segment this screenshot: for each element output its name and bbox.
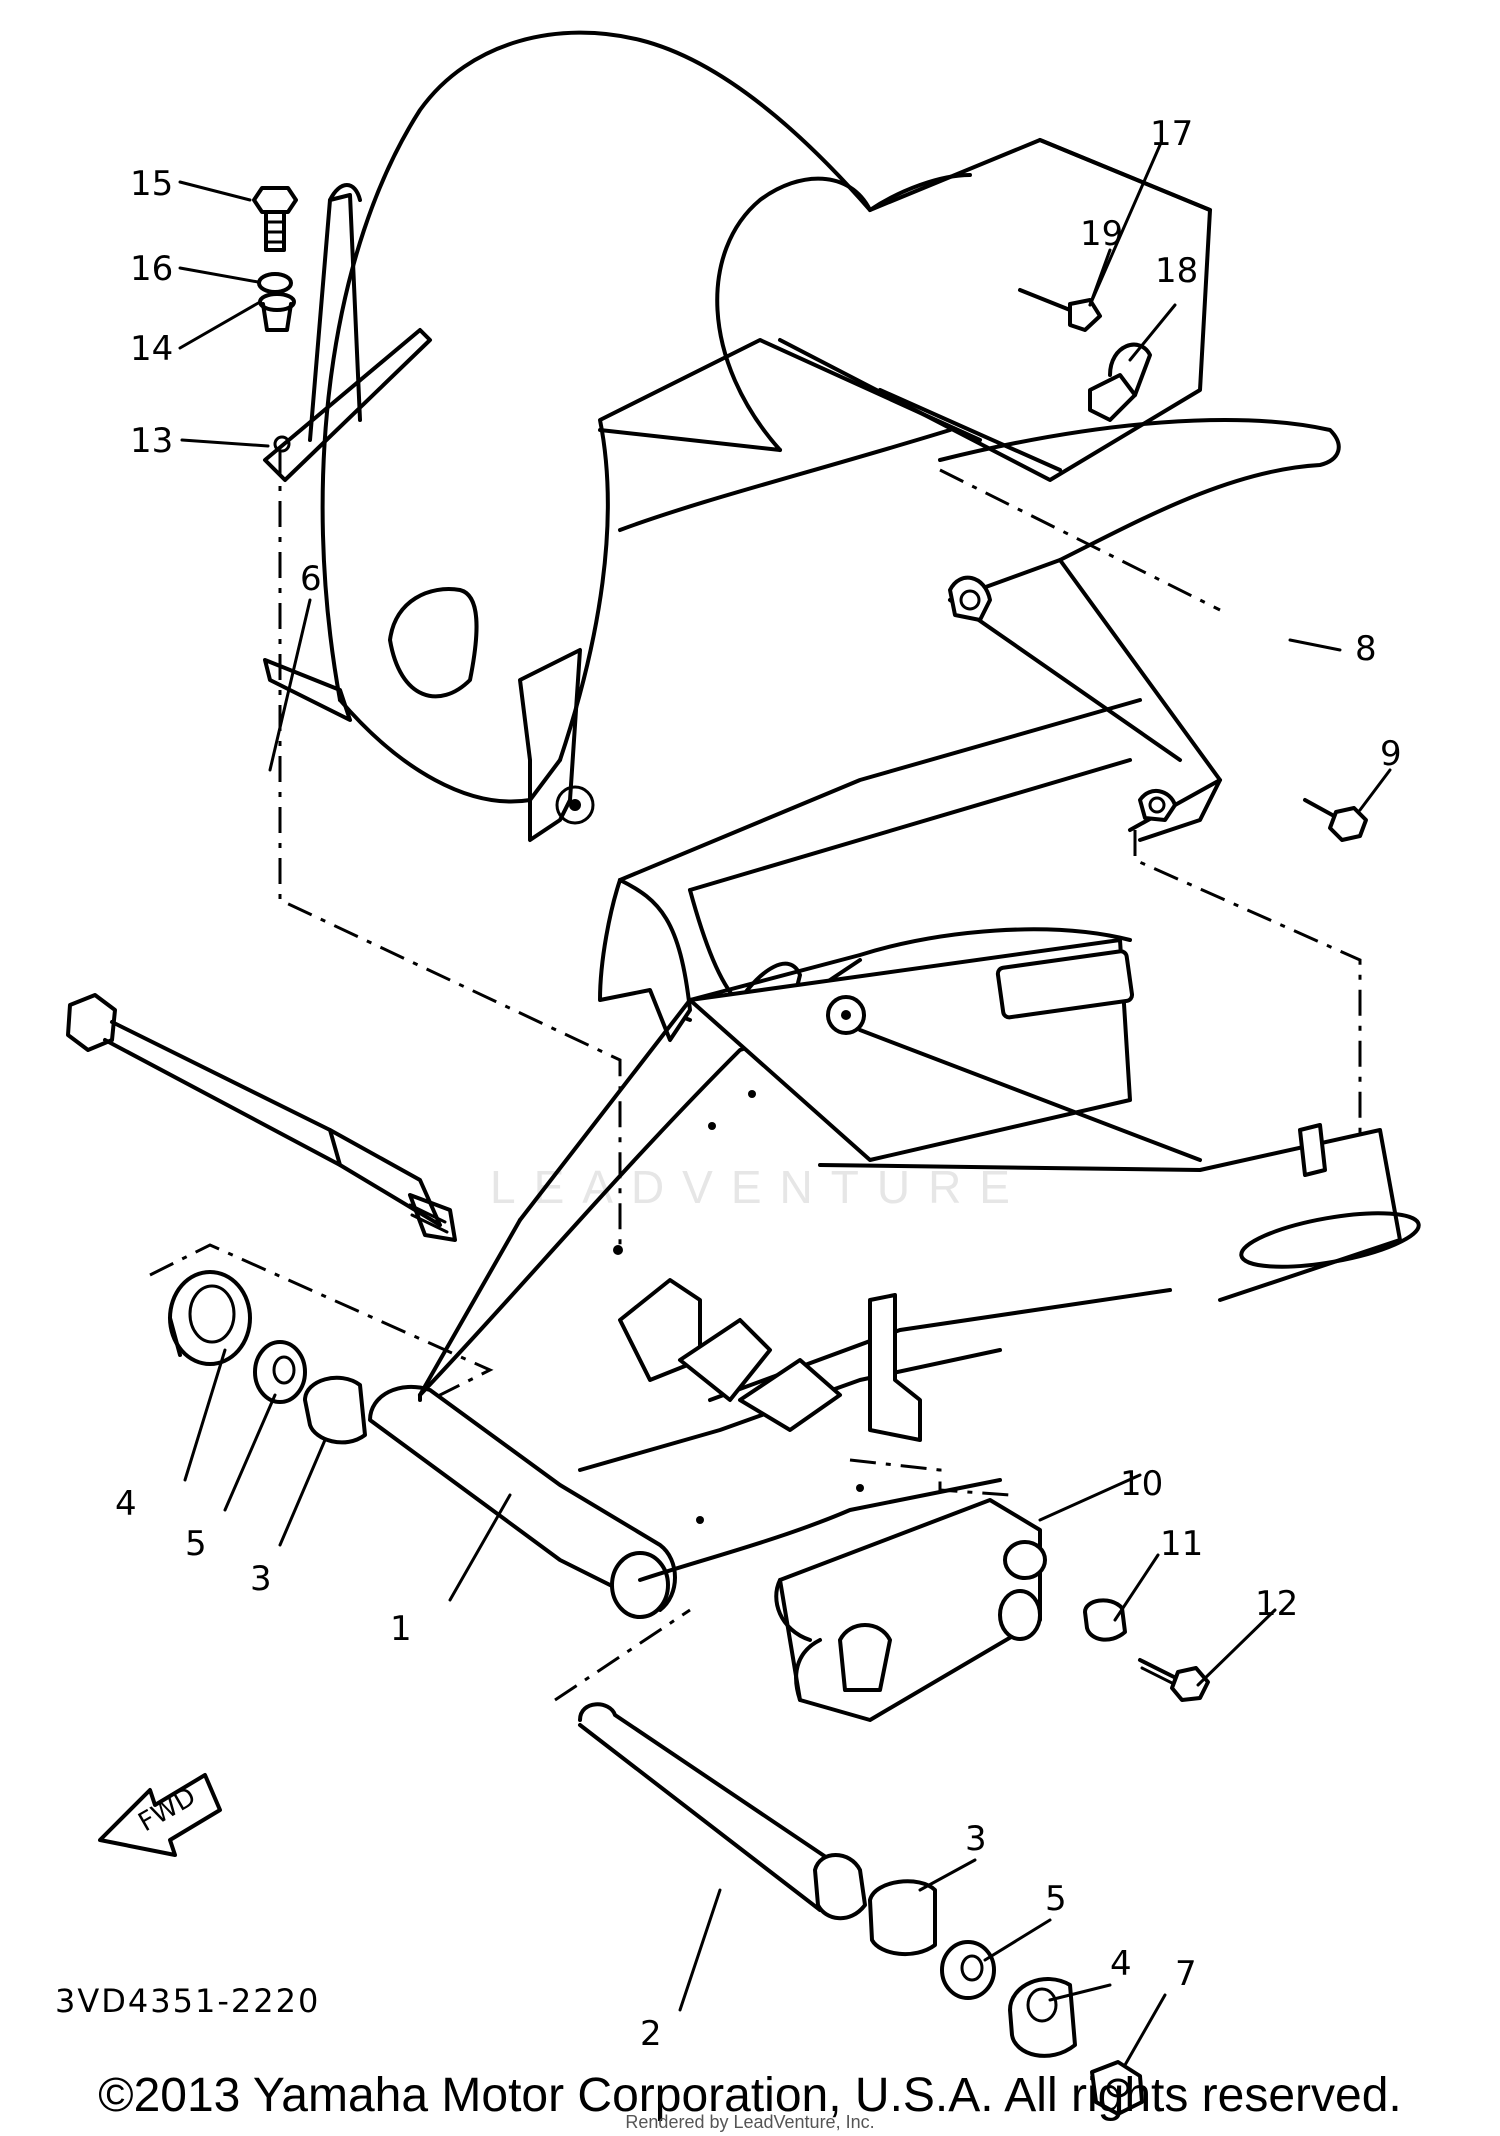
callout-11[interactable]: 11: [1160, 1524, 1203, 1564]
part-code: 3VD4351-2220: [55, 1982, 320, 2020]
fwd-arrow[interactable]: FWD: [98, 1773, 222, 1857]
callout-14[interactable]: 14: [130, 329, 173, 369]
callout-1[interactable]: 1: [390, 1609, 412, 1649]
callout-5a[interactable]: 5: [185, 1524, 207, 1564]
callout-4a[interactable]: 4: [115, 1484, 137, 1524]
callout-16[interactable]: 16: [130, 249, 173, 289]
callout-8[interactable]: 8: [1355, 629, 1377, 669]
callout-19[interactable]: 19: [1080, 214, 1123, 254]
bolt-9: [1303, 798, 1368, 842]
chain-guard-8: [598, 418, 1341, 1042]
bolt-11-12: [1083, 1598, 1210, 1702]
callout-4b[interactable]: 4: [1110, 1944, 1132, 1984]
copyright-notice: ©2013 Yamaha Motor Corporation, U.S.A. A…: [98, 2069, 1402, 2122]
callout-12[interactable]: 12: [1255, 1584, 1298, 1624]
pivot-shaft-6: [66, 993, 457, 1242]
callout-9[interactable]: 9: [1380, 734, 1402, 774]
callout-10[interactable]: 10: [1120, 1464, 1163, 1504]
callout-leaders: [178, 143, 1392, 2067]
callout-17[interactable]: 17: [1150, 114, 1193, 154]
callout-6[interactable]: 6: [300, 559, 322, 599]
rendered-by-notice: Rendered by LeadVenture, Inc.: [625, 2112, 875, 2132]
callout-18[interactable]: 18: [1155, 251, 1198, 291]
bolt-15: [252, 186, 298, 252]
washer-16: [257, 272, 293, 294]
left-bearing-set: [168, 1270, 367, 1445]
callout-15[interactable]: 15: [130, 164, 173, 204]
right-bearing-set: [868, 1879, 1144, 2116]
pivot-bolt-2: [578, 1702, 867, 1921]
chain-tensioner-10: [774, 1498, 1047, 1722]
callout-13[interactable]: 13: [130, 421, 173, 461]
watermark-text: LEADVENTURE: [490, 1161, 1028, 1213]
callout-5b[interactable]: 5: [1045, 1879, 1067, 1919]
fender-bracket: [263, 183, 432, 722]
callout-numbers: 15 16 14 13 17 19 18 8 9 6 4 5 3 1 10 11…: [115, 114, 1402, 2054]
callout-3b[interactable]: 3: [965, 1819, 987, 1859]
assembly-lines: [149, 450, 1362, 1702]
callout-3a[interactable]: 3: [250, 1559, 272, 1599]
swingarm-1: [368, 927, 1421, 1619]
callout-7[interactable]: 7: [1175, 1954, 1197, 1994]
bracket-17: [778, 138, 1212, 482]
collar-14: [258, 292, 296, 332]
callout-2[interactable]: 2: [640, 2014, 662, 2054]
